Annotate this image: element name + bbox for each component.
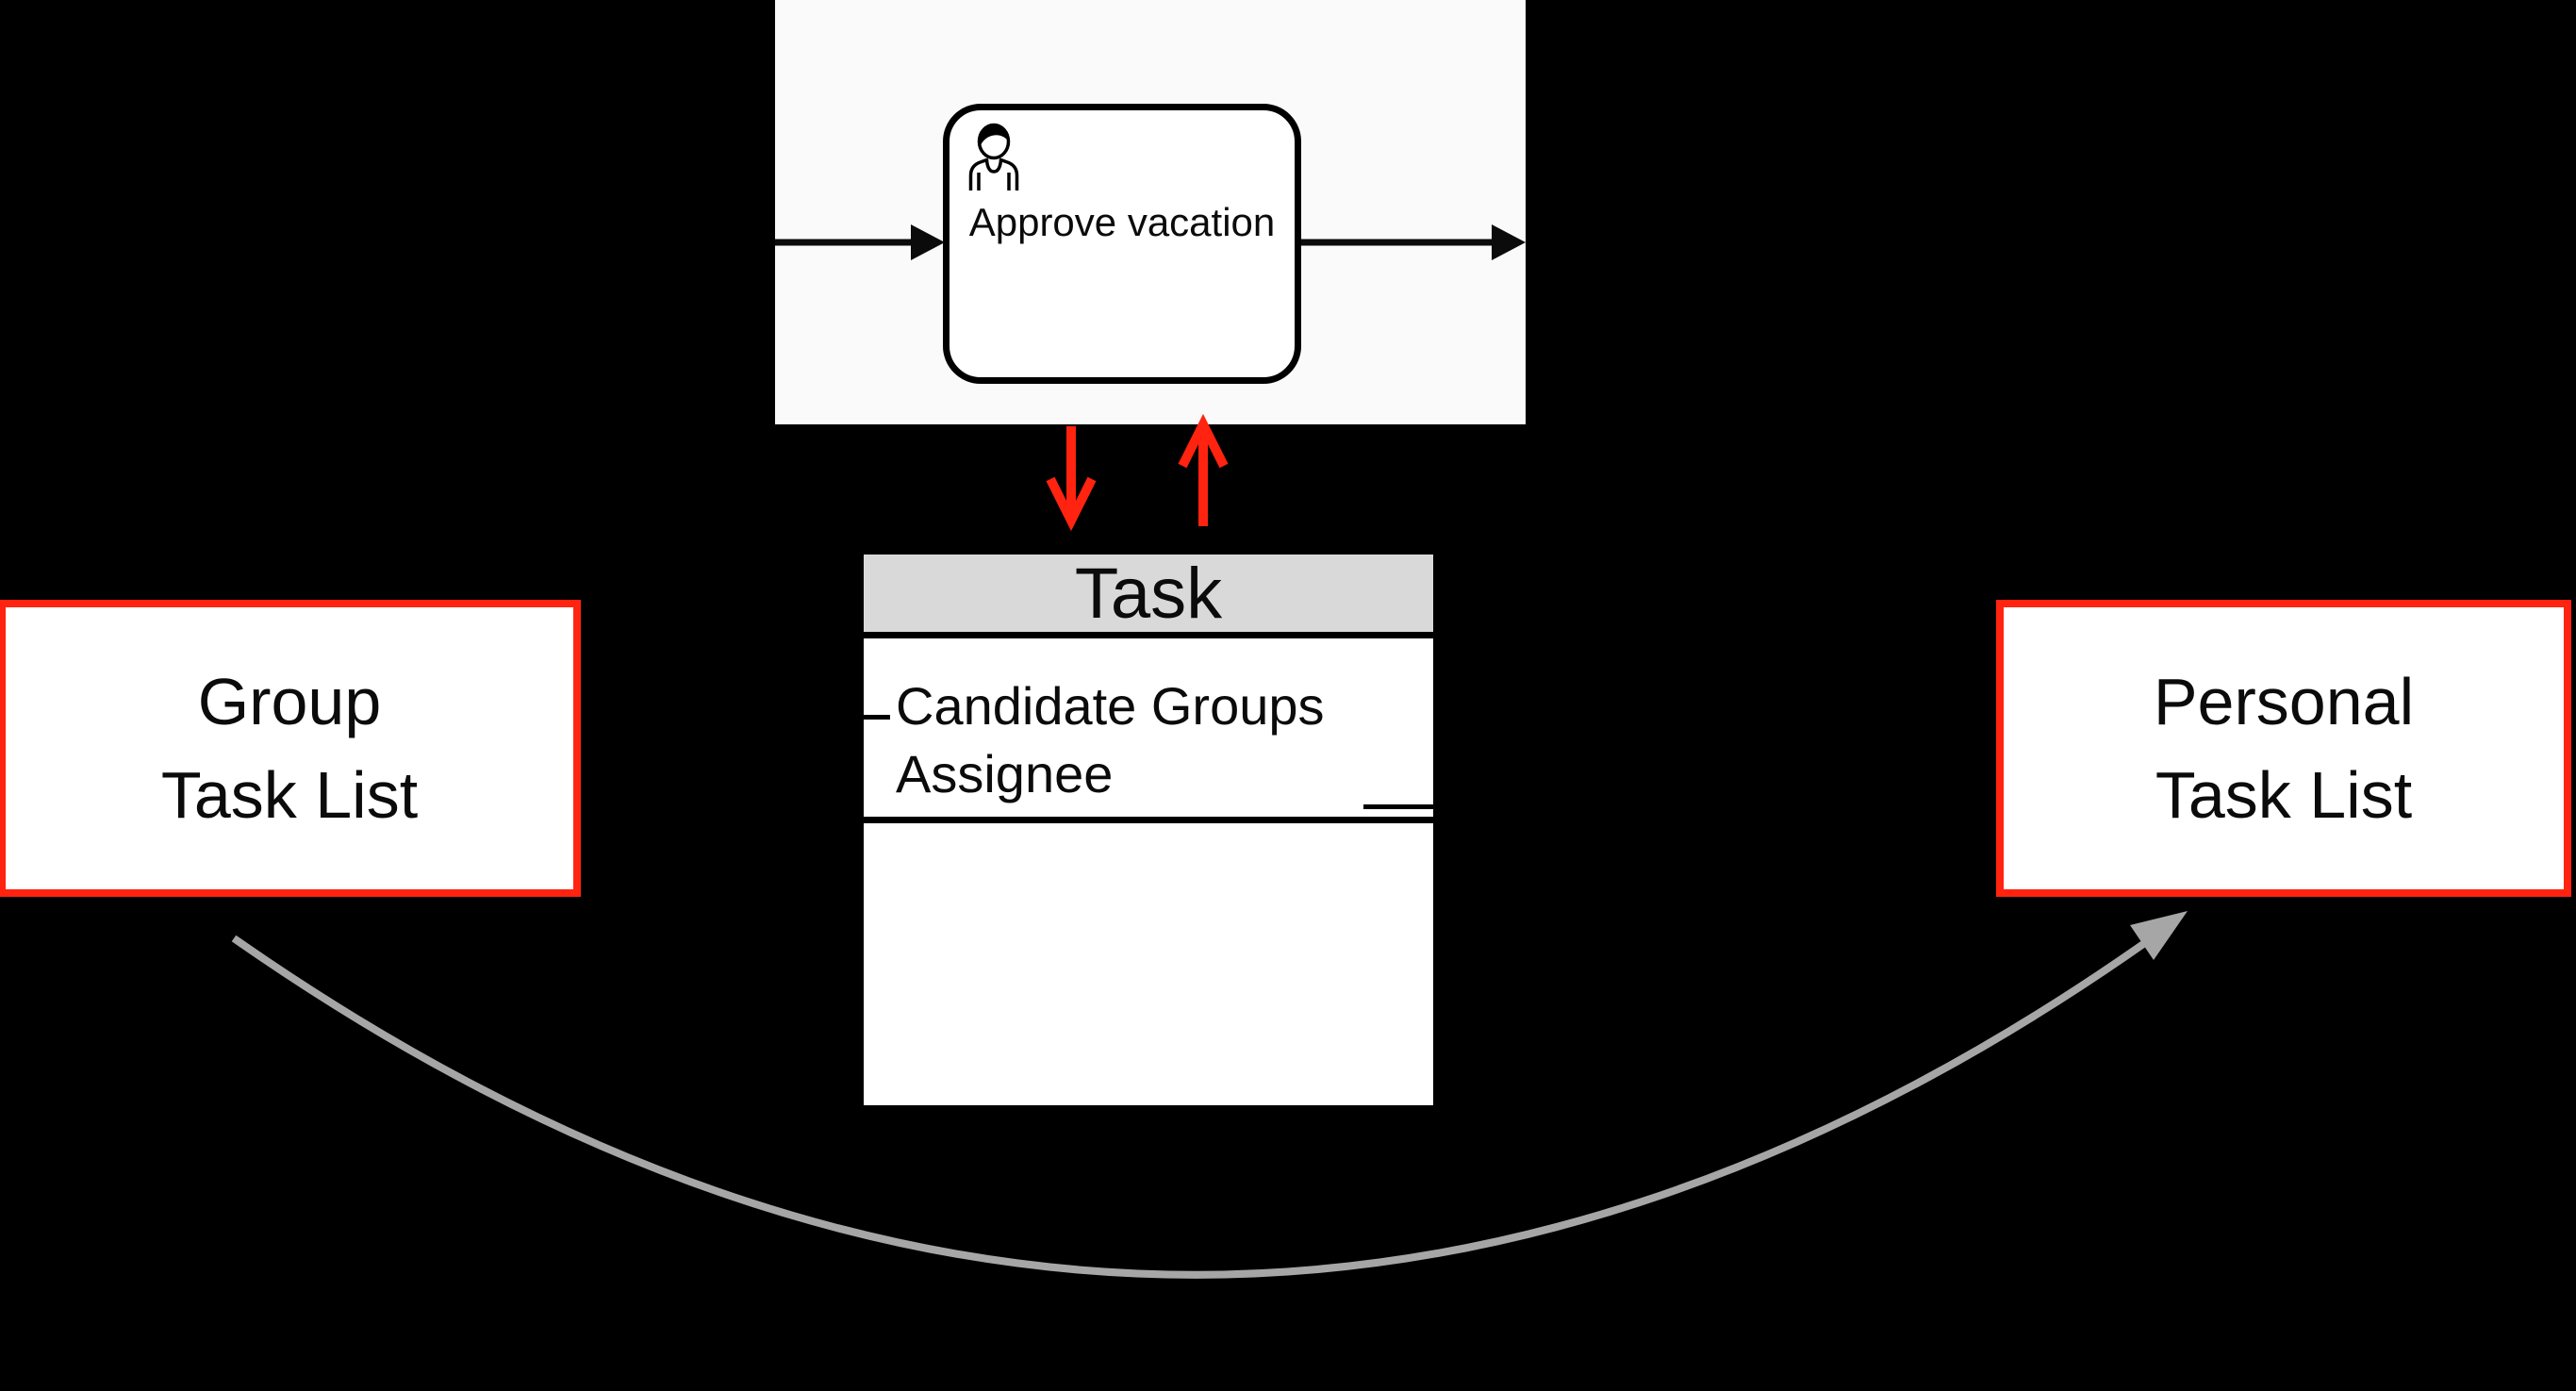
- task-entity-title: Task: [1074, 553, 1223, 634]
- task-entity-fields: Candidate Groups Assignee: [854, 638, 1435, 823]
- leader-line-candidate-groups: [854, 715, 890, 720]
- task-entity-header: Task: [864, 553, 1433, 638]
- red-up-arrow: [1178, 413, 1229, 526]
- field-candidate-groups: Candidate Groups: [896, 676, 1325, 736]
- group-task-list-box: Group Task List: [0, 600, 581, 897]
- user-icon: [963, 119, 1025, 192]
- field-assignee: Assignee: [896, 744, 1114, 803]
- leader-line-assignee: [1363, 804, 1435, 809]
- group-task-list-label: Group Task List: [160, 664, 419, 832]
- bpmn-user-task: Approve vacation: [943, 104, 1301, 384]
- personal-task-list-label: Personal Task List: [2153, 664, 2415, 832]
- bpmn-process-panel: Approve vacation: [775, 0, 1526, 424]
- red-down-arrow: [1046, 426, 1097, 532]
- personal-task-list-box: Personal Task List: [1996, 600, 2571, 897]
- task-entity-box: Task Candidate Groups Assignee: [854, 550, 1438, 1110]
- bpmn-task-label: Approve vacation: [968, 200, 1276, 244]
